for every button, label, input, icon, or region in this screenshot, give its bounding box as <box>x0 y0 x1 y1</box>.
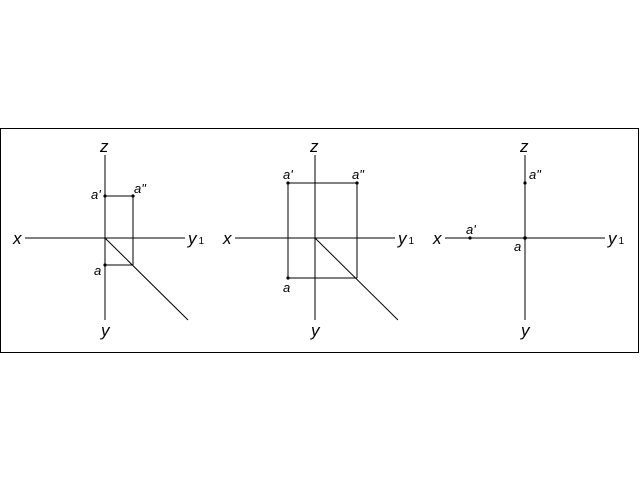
point-a-double-prime <box>523 181 527 185</box>
x-label: x <box>432 229 442 248</box>
point-a-prime <box>286 181 290 185</box>
label-a-double-prime: a" <box>529 167 542 182</box>
point-a <box>103 263 107 267</box>
point-a-double-prime <box>131 194 135 198</box>
y-label: y <box>520 321 531 340</box>
y-label: y <box>310 321 321 340</box>
z-label: z <box>99 137 109 156</box>
diagonal-line <box>314 237 399 321</box>
label-a-double-prime: a" <box>352 167 365 182</box>
label-a-prime: a' <box>91 187 101 202</box>
x-label: x <box>12 229 22 248</box>
point-a-double-prime <box>355 181 359 185</box>
label-a-prime: a' <box>283 167 293 182</box>
z-label: z <box>519 137 529 156</box>
x-label: x <box>222 229 232 248</box>
diagonal-line <box>104 237 189 321</box>
y-label: y <box>100 321 111 340</box>
label-a-double-prime: a" <box>134 181 147 196</box>
frame <box>0 128 639 353</box>
z-label: z <box>309 137 319 156</box>
point-a-prime <box>468 236 472 240</box>
label-a: a <box>94 263 101 278</box>
point-a-prime <box>103 194 107 198</box>
label-a-prime: a' <box>466 222 476 237</box>
point-a <box>286 276 290 280</box>
label-a: a <box>514 239 521 254</box>
label-a: a <box>283 280 290 295</box>
point-a <box>523 236 527 240</box>
